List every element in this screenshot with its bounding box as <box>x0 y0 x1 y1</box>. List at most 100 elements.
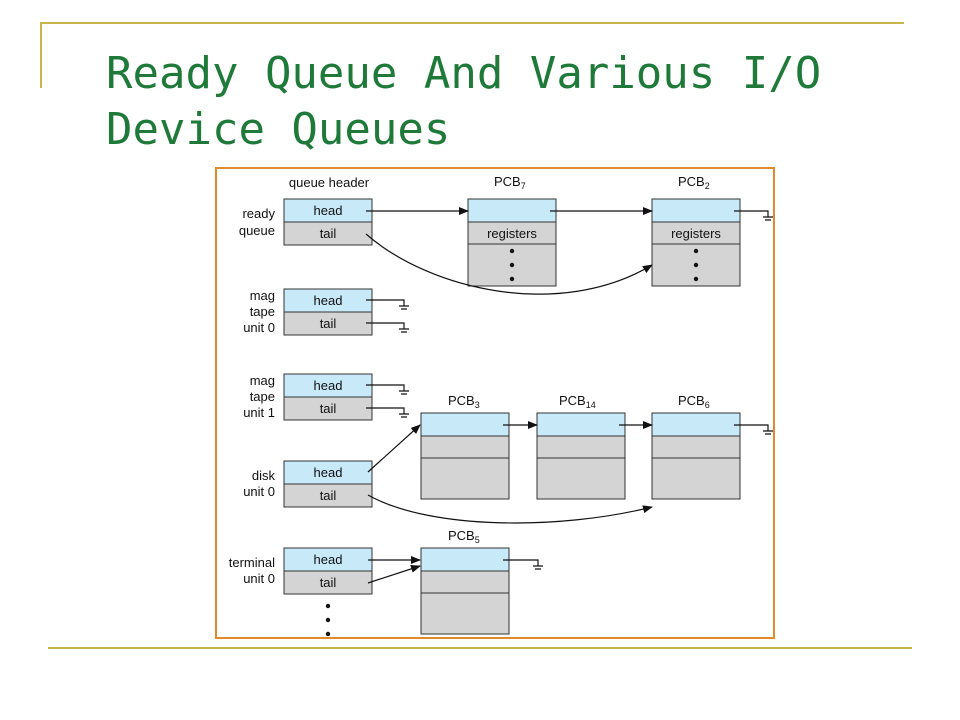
mag-tape-unit-0-head-text: head <box>314 293 343 308</box>
pcb-14-label: PCB14 <box>559 393 596 410</box>
pcb-5-null-icon <box>503 559 543 570</box>
queue-header-label: queue header <box>289 175 370 190</box>
pcb-7-label: PCB7 <box>494 174 526 191</box>
queue-diagram-frame: queue header ready queue mag tape unit 0… <box>215 167 775 639</box>
pcb-3-body <box>420 457 510 500</box>
mag-tape-unit-1-label-line-1: mag <box>250 373 275 388</box>
pcb-7-registers-text: registers <box>487 226 537 241</box>
pcb-5-label-name: PCB <box>448 528 475 543</box>
mag-tape-unit-1-label-line-2: tape <box>250 389 275 404</box>
pcb-7-dot-2 <box>509 262 515 268</box>
ready-queue-head-text: head <box>314 203 343 218</box>
terminal-unit-0-tail-text: tail <box>320 575 337 590</box>
disk-unit-0-head-text: head <box>314 465 343 480</box>
ready-tail-to-pcb-2-arrow <box>365 233 653 295</box>
top-rule <box>40 22 904 24</box>
more-queues-dot-1 <box>325 603 331 609</box>
mag-tape-unit-1-label-line-3: unit 1 <box>243 405 275 420</box>
terminal-unit-0-label: terminal unit 0 <box>229 555 275 586</box>
pcb-3-label-name: PCB <box>448 393 475 408</box>
pcb-2-label-name: PCB <box>678 174 705 189</box>
disk-unit-0-tail-text: tail <box>320 488 337 503</box>
mag-tape-0-head-null-icon <box>366 299 409 310</box>
mag-tape-unit-0-tail-text: tail <box>320 316 337 331</box>
ready-queue-label-line-2: queue <box>239 223 275 238</box>
pcb-6-box <box>651 412 741 500</box>
mag-tape-unit-0-label-line-2: tape <box>250 304 275 319</box>
terminal-unit-0-tail-cell <box>283 570 373 595</box>
terminal-tail-to-pcb-5-arrow <box>367 564 421 584</box>
pcb-2-pointer-field <box>651 198 741 223</box>
more-queues-ellipsis <box>325 603 331 637</box>
pcb-6-label: PCB6 <box>678 393 710 410</box>
terminal-unit-0-label-line-2: unit 0 <box>243 571 275 586</box>
disk-unit-0-tail-cell <box>283 483 373 508</box>
pcb-5-label-sub: 5 <box>475 535 480 545</box>
pcb-2-dot-1 <box>693 248 699 254</box>
slide-title-line-2: Device Queues <box>106 104 451 155</box>
pcb-6-body <box>651 457 741 500</box>
mag-tape-unit-1-tail-text: tail <box>320 401 337 416</box>
pcb-7-dot-3 <box>509 276 515 282</box>
pcb-14-pointer-field <box>536 412 626 437</box>
pcb-2-dot-3 <box>693 276 699 282</box>
pcb-14-label-sub: 14 <box>586 400 596 410</box>
pcb-6-label-sub: 6 <box>705 400 710 410</box>
disk-unit-0-header: head tail <box>283 460 373 508</box>
mag-tape-unit-0-label-line-3: unit 0 <box>243 320 275 335</box>
disk-unit-0-label-line-2: unit 0 <box>243 484 275 499</box>
pcb-7-label-name: PCB <box>494 174 521 189</box>
more-queues-dot-2 <box>325 617 331 623</box>
disk-tail-to-pcb-6-arrow <box>367 494 653 524</box>
pcb-5-pointer-field <box>420 547 510 572</box>
slide-title-line-1: Ready Queue And Various I/O <box>106 48 822 99</box>
pcb-14-box <box>536 412 626 500</box>
mag-tape-unit-1-head-text: head <box>314 378 343 393</box>
disk-unit-0-label-line-1: disk <box>252 468 276 483</box>
ready-queue-label-line-1: ready <box>242 206 275 221</box>
pcb-6-pointer-field <box>651 412 741 437</box>
terminal-unit-0-header: head tail <box>283 547 373 595</box>
mag-tape-unit-0-label: mag tape unit 0 <box>243 288 275 335</box>
mag-tape-0-tail-null-icon <box>366 322 409 333</box>
pcb-6-middle-field <box>651 435 741 459</box>
pcb-14-middle-field <box>536 435 626 459</box>
pcb-3-box <box>420 412 510 500</box>
mag-tape-unit-0-label-line-1: mag <box>250 288 275 303</box>
terminal-unit-0-head-text: head <box>314 552 343 567</box>
mag-tape-unit-1-header: head tail <box>283 373 373 421</box>
terminal-unit-0-label-line-1: terminal <box>229 555 275 570</box>
mag-tape-1-head-null-icon <box>366 384 409 395</box>
pcb-7-label-sub: 7 <box>521 181 526 191</box>
pcb-5-middle-field <box>420 570 510 594</box>
pcb-6-label-name: PCB <box>678 393 705 408</box>
pcb-2-registers-text: registers <box>671 226 721 241</box>
pcb-3-label-sub: 3 <box>475 400 480 410</box>
pcb-5-box <box>420 547 510 635</box>
pcb-2-label-sub: 2 <box>705 181 710 191</box>
mag-tape-unit-0-header: head tail <box>283 288 373 336</box>
pcb-7-box: registers <box>467 198 557 287</box>
pcb-3-label: PCB3 <box>448 393 480 410</box>
slide-title: Ready Queue And Various I/O Device Queue… <box>106 46 906 158</box>
pcb-5-label: PCB5 <box>448 528 480 545</box>
disk-head-to-pcb-3-arrow <box>367 424 421 473</box>
ready-queue-tail-text: tail <box>320 226 337 241</box>
pcb-2-box: registers <box>651 198 741 287</box>
ready-queue-label: ready queue <box>239 206 276 238</box>
pcb-2-label: PCB2 <box>678 174 710 191</box>
queue-diagram: queue header ready queue mag tape unit 0… <box>229 174 773 637</box>
mag-tape-1-tail-null-icon <box>366 407 409 418</box>
disk-unit-0-label: disk unit 0 <box>243 468 275 499</box>
pcb-7-dot-1 <box>509 248 515 254</box>
ready-queue-header: head tail <box>283 198 373 246</box>
pcb-14-body <box>536 457 626 500</box>
pcb-3-middle-field <box>420 435 510 459</box>
more-queues-dot-3 <box>325 631 331 637</box>
pcb-14-label-name: PCB <box>559 393 586 408</box>
pcb-3-pointer-field <box>420 412 510 437</box>
bottom-rule <box>48 647 912 649</box>
left-rule <box>40 22 42 88</box>
pcb-6-null-icon <box>734 424 773 435</box>
pcb-7-pointer-field <box>467 198 557 223</box>
